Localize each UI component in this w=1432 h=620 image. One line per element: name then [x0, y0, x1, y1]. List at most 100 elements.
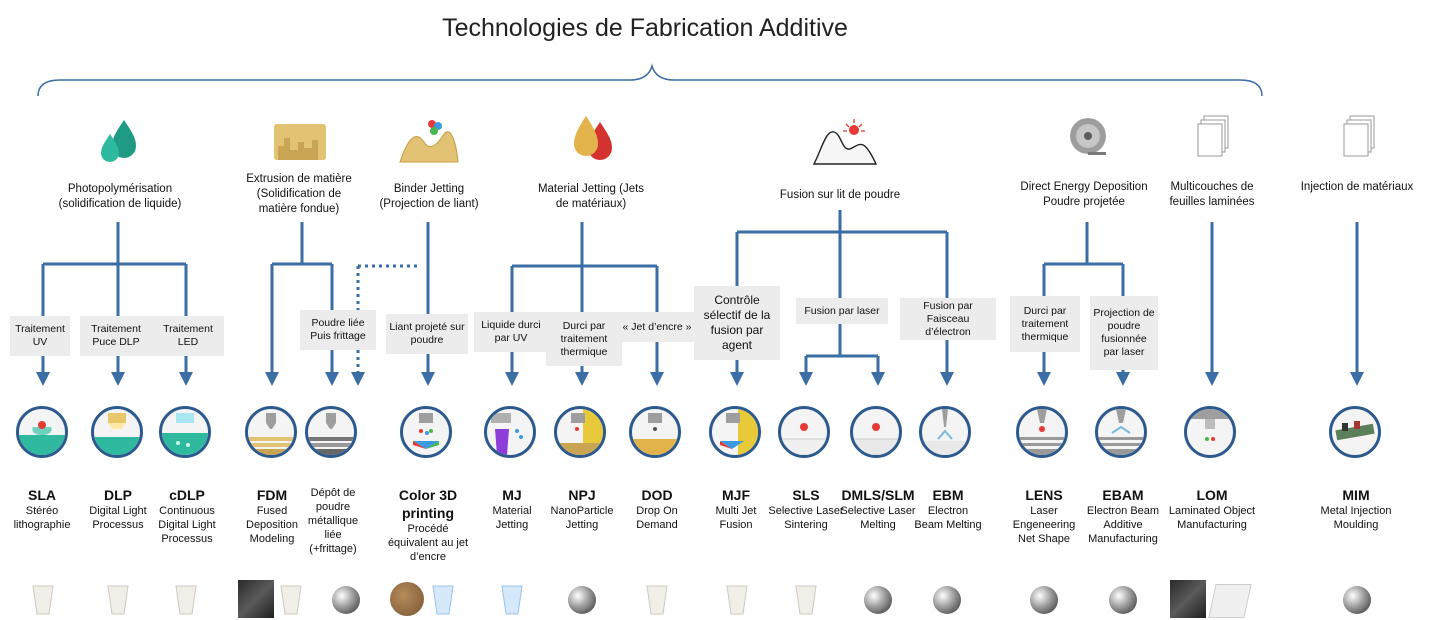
dlp-process-icon: [91, 406, 143, 458]
tech-abbr: SLA: [28, 487, 56, 503]
metal-ball-icon: [1109, 586, 1137, 614]
tech-fullname: Drop On Demand: [636, 505, 678, 531]
paper-sheet-icon: [1208, 584, 1252, 618]
powder-binder-icon: [399, 120, 459, 163]
tech-abbr: EBM: [932, 487, 964, 503]
cup-icon: [646, 585, 668, 615]
sublabel-projection-poudre: Projection de poudre fusionnée par laser: [1090, 296, 1158, 370]
tech-fullname: Continuous Digital Light Processus: [158, 505, 216, 545]
metal-ball-icon: [568, 586, 596, 614]
tech-fullname: NanoParticle Jetting: [550, 505, 614, 531]
tech-fullname: Laser Engeneering Net Shape: [1012, 505, 1076, 545]
tech-mj: MJ Material Jetting: [476, 486, 548, 532]
sublabel-jet-encre: « Jet d’encre »: [618, 312, 696, 342]
ebam-process-icon: [1095, 406, 1147, 458]
tech-abbr: cDLP: [169, 487, 205, 503]
tech-metal-powder: Dépôt de poudre métallique liée (+fritta…: [302, 486, 364, 556]
top-brace: [37, 63, 1263, 97]
tech-lom: LOM Laminated Object Manufacturing: [1166, 486, 1258, 532]
tech-abbr: SLS: [792, 487, 820, 503]
sublabel-controle-selectif: Contrôle sélectif de la fusion par agent: [694, 286, 780, 360]
powder-spool-icon: [1070, 118, 1106, 155]
sandstone-sample-icon: [390, 582, 424, 616]
tech-abbr: DLP: [104, 487, 132, 503]
sublabel-durci-thermique: Durci par traitement thermique: [546, 312, 622, 366]
category-injection: Injection de matériaux: [1300, 181, 1414, 193]
cup-icon: [107, 585, 129, 615]
tech-abbr: NPJ: [568, 487, 596, 503]
tech-sls: SLS Selective Laser Sintering: [768, 486, 844, 532]
tech-fullname: Electron Beam Additive Manufacturing: [1086, 505, 1160, 545]
npj-process-icon: [554, 406, 606, 458]
cup-icon: [32, 585, 54, 615]
metal-powder-bound-icon: [305, 406, 357, 458]
sublabel-liquide-uv: Liquide durci par UV: [474, 312, 548, 352]
tech-lens: LENS Laser Engeneering Net Shape: [1008, 486, 1080, 546]
tech-abbr: LOM: [1196, 487, 1228, 503]
tech-fullname: Dépôt de poudre métallique liée (+fritta…: [307, 487, 359, 555]
tech-fullname: Digital Light Processus: [89, 505, 147, 531]
liquid-drops-icon: [101, 120, 136, 162]
mj-process-icon: [484, 406, 536, 458]
category-direct-energy-deposition: Direct Energy Deposition Poudre projetée: [1020, 181, 1148, 208]
tech-mim: MIM Metal Injection Moulding: [1306, 486, 1406, 532]
lens-process-icon: [1016, 406, 1068, 458]
sublabel-poudre-liee: Poudre liée Puis frittage: [300, 310, 376, 350]
cup-icon: [175, 585, 197, 615]
tech-abbr: DMLS/SLM: [841, 487, 915, 503]
category-fusion-lit-poudre: Fusion sur lit de poudre: [779, 189, 901, 201]
laser-powder-icon: [812, 119, 878, 165]
metal-ball-icon: [864, 586, 892, 614]
tech-dmls-slm: DMLS/SLM Selective Laser Melting: [838, 486, 918, 532]
lom-process-icon: [1184, 406, 1236, 458]
metal-ball-icon: [933, 586, 961, 614]
molten-material-icon: [274, 124, 326, 160]
carbon-sample-icon: [1170, 580, 1206, 618]
tech-fullname: Metal Injection Moulding: [1320, 505, 1392, 531]
category-extrusion: Extrusion de matière (Solidification de …: [246, 173, 352, 215]
tech-dod: DOD Drop On Demand: [622, 486, 692, 532]
tech-ebm: EBM Electron Beam Melting: [912, 486, 984, 532]
mjf-process-icon: [709, 406, 761, 458]
sublabel-liant-projete: Liant projeté sur poudre: [386, 314, 468, 354]
material-drops-icon: [574, 116, 612, 160]
tech-cdlp: cDLP Continuous Digital Light Processus: [152, 486, 222, 546]
tech-fullname: Selective Laser Melting: [840, 505, 916, 531]
tech-abbr: DOD: [641, 487, 673, 503]
tech-fullname: Multi Jet Fusion: [715, 505, 757, 531]
tech-fullname: Selective Laser Sintering: [768, 505, 844, 531]
sublabel-uv: Traitement UV: [10, 316, 70, 356]
cup-icon: [726, 585, 748, 615]
sublabel-led: Traitement LED: [152, 316, 224, 356]
sublabel-fusion-faisceau: Fusion par Faisceau d’électron: [900, 298, 996, 340]
mim-process-icon: [1329, 406, 1381, 458]
sla-process-icon: [16, 406, 68, 458]
tech-fullname: Laminated Object Manufacturing: [1168, 505, 1256, 531]
tech-abbr: FDM: [256, 487, 288, 503]
tech-mjf: MJF Multi Jet Fusion: [700, 486, 772, 532]
metal-ball-icon: [1343, 586, 1371, 614]
color-3d-printing-icon: [400, 406, 452, 458]
cup-icon: [280, 585, 302, 615]
carbon-sample-icon: [238, 580, 274, 618]
category-material-jetting: Material Jetting (Jets de matériaux): [537, 183, 645, 210]
dod-process-icon: [629, 406, 681, 458]
sublabel-puce-dlp: Traitement Puce DLP: [80, 316, 152, 356]
tech-abbr: Color 3D printing: [398, 487, 458, 521]
metal-ball-icon: [332, 586, 360, 614]
category-photopolymerisation: Photopolymérisation (solidification de l…: [58, 183, 182, 210]
fdm-process-icon: [245, 406, 297, 458]
tech-abbr: MJ: [502, 487, 522, 503]
tech-abbr: EBAM: [1102, 487, 1144, 503]
tech-dlp: DLP Digital Light Processus: [82, 486, 154, 532]
cdlp-process-icon: [159, 406, 211, 458]
cup-icon: [432, 585, 454, 615]
tech-fullname: Electron Beam Melting: [914, 505, 982, 531]
sublabel-durci-thermique-ded: Durci par traitement thermique: [1010, 296, 1080, 352]
tech-abbr: LENS: [1025, 487, 1063, 503]
tech-fullname: Material Jetting: [492, 505, 532, 531]
category-binder-jetting: Binder Jetting (Projection de liant): [379, 183, 479, 210]
tech-ebam: EBAM Electron Beam Additive Manufacturin…: [1078, 486, 1168, 546]
